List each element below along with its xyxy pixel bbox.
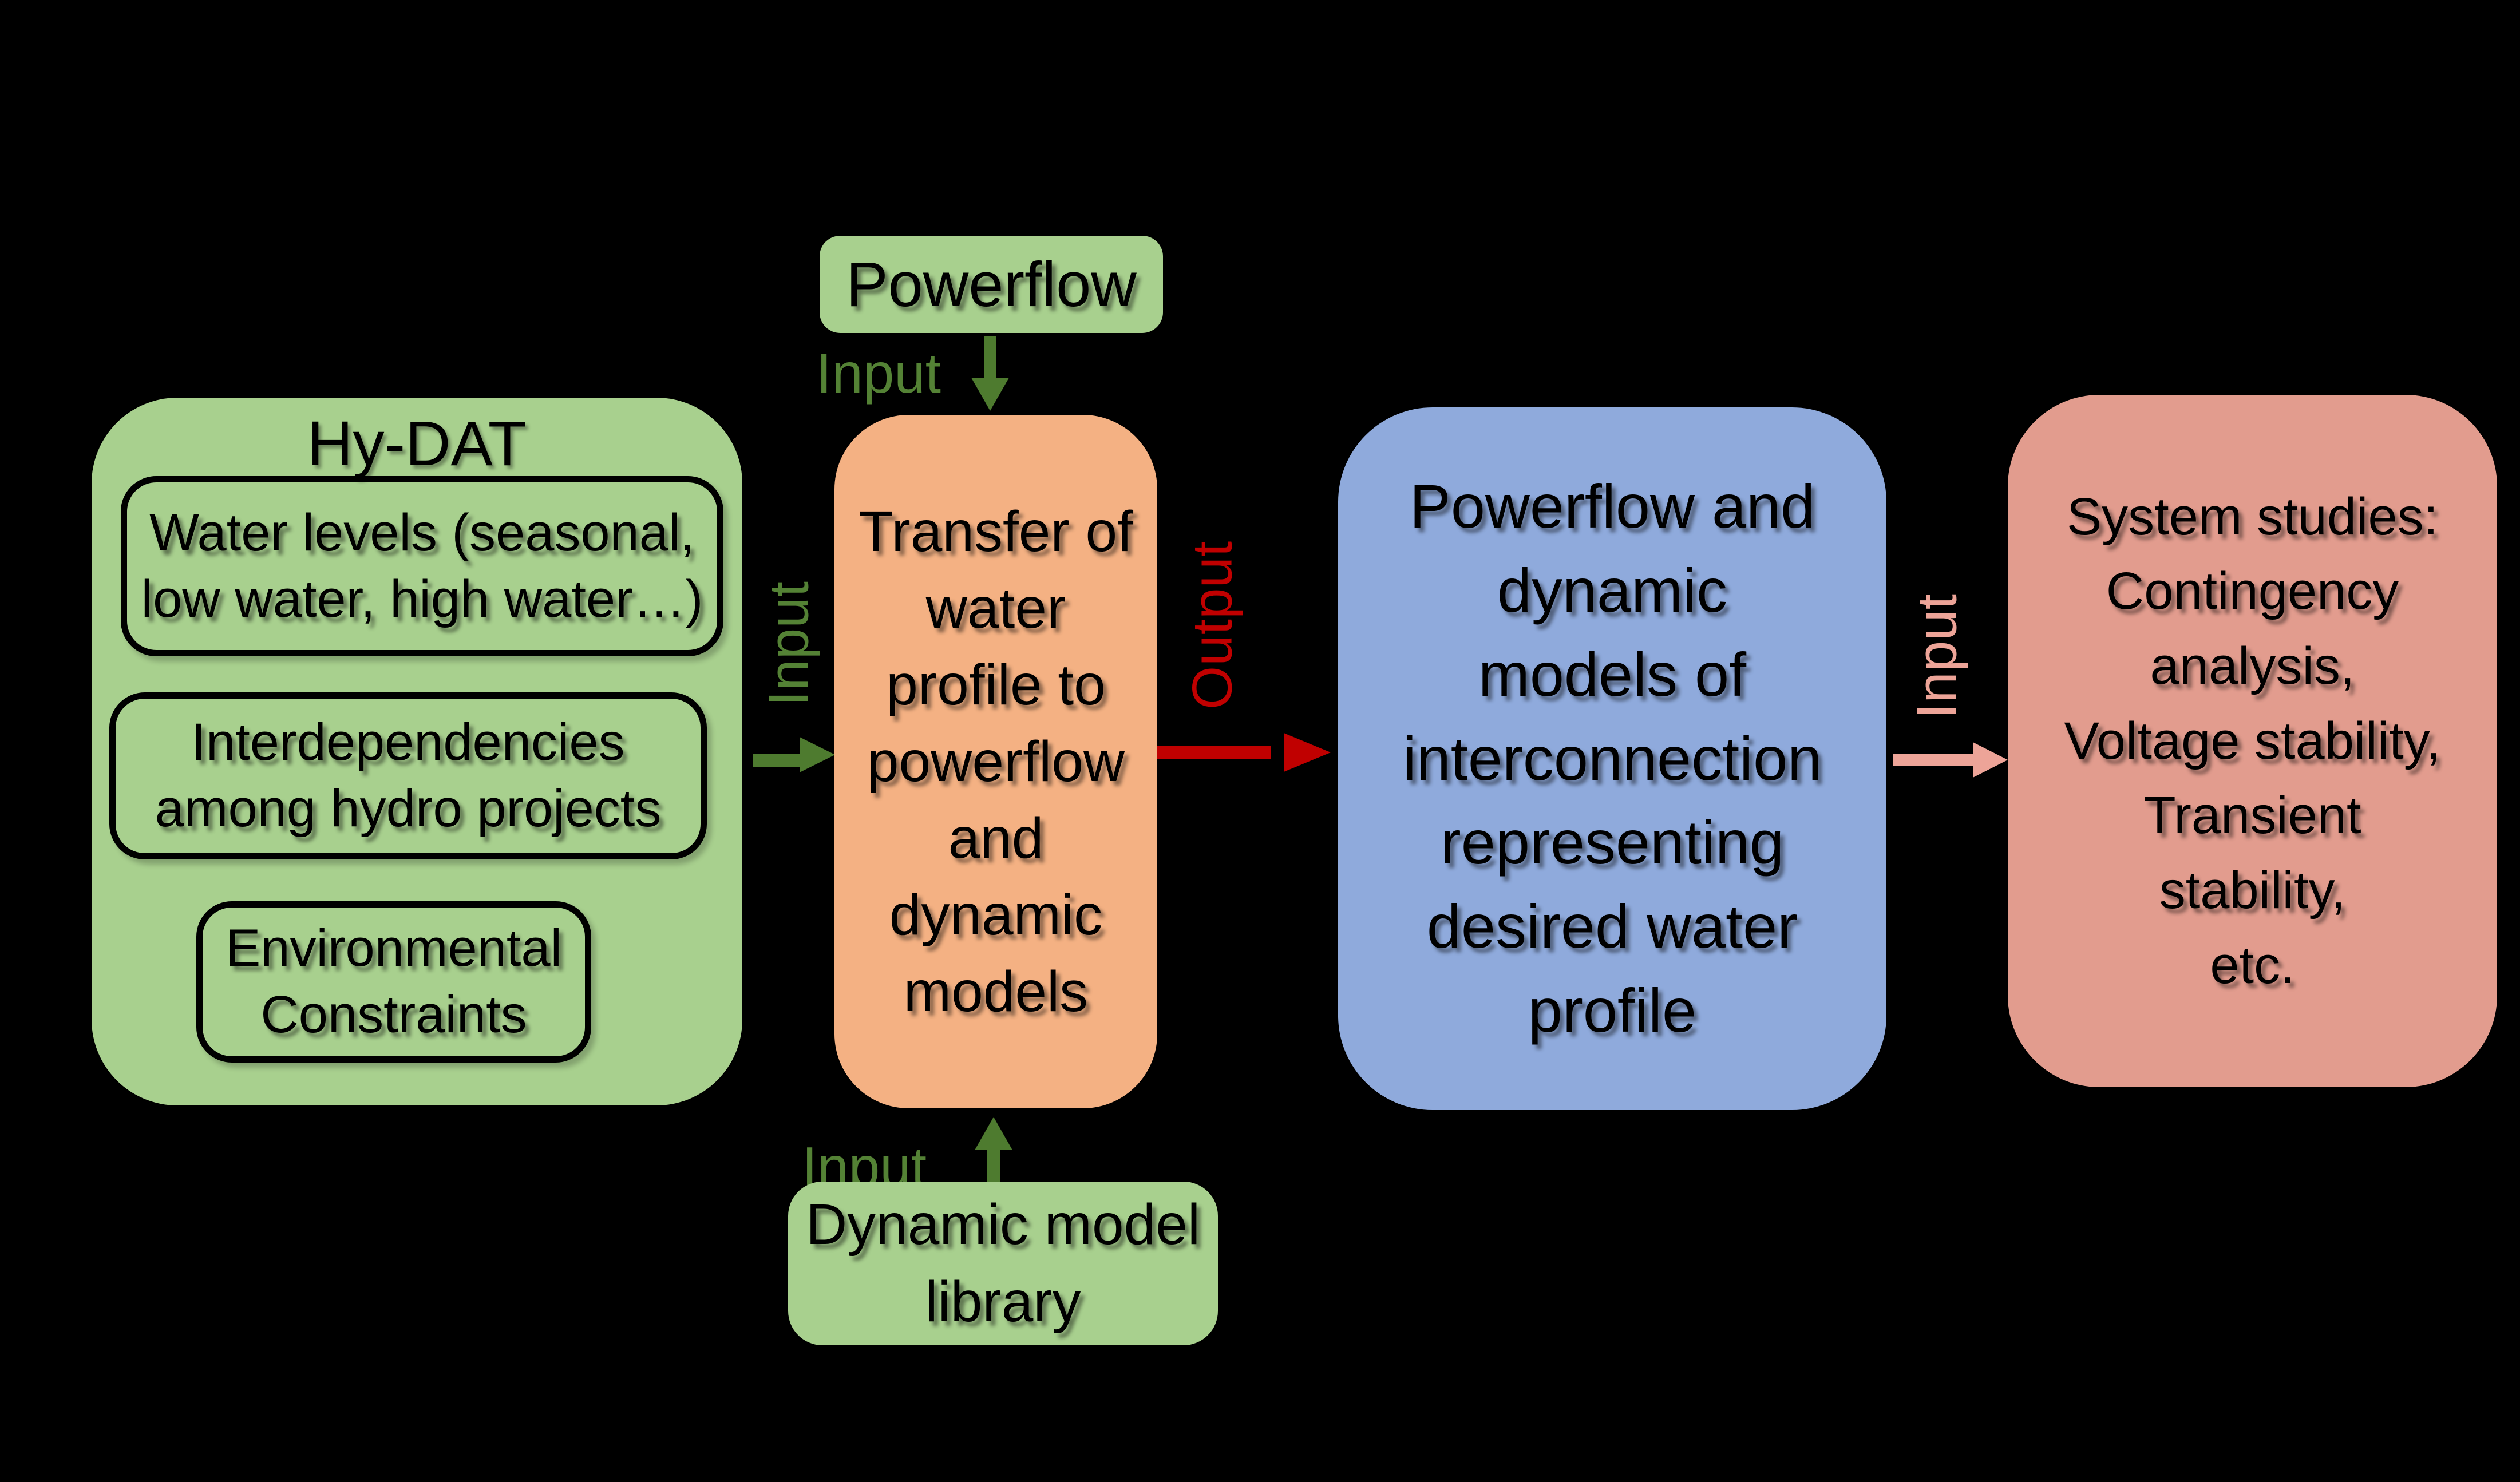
hydat-title: Hy-DAT	[307, 409, 527, 479]
arrow-stem	[1893, 754, 1974, 766]
system-studies-box: System studies: Contingency analysis, Vo…	[2008, 395, 2497, 1087]
arrow-head	[1284, 733, 1331, 772]
interconnection-label: Powerflow and dynamic models of intercon…	[1402, 471, 1822, 1045]
powerflow-source-label: Powerflow	[846, 249, 1137, 320]
input-right-label: Input	[1905, 594, 1968, 719]
arrow-head	[800, 737, 835, 772]
powerflow-source-box: Powerflow	[820, 236, 1163, 333]
arrow-stem	[984, 336, 996, 379]
hydat-item-label: Water levels (seasonal, low water, high …	[141, 503, 703, 628]
arrow-head	[975, 1117, 1012, 1150]
hydat-item-water-levels: Water levels (seasonal, low water, high …	[121, 476, 723, 656]
arrow-head	[971, 378, 1009, 411]
output-label: Output	[1180, 541, 1244, 710]
dynamic-model-library-box: Dynamic model library	[788, 1182, 1218, 1345]
hydat-item-label: Interdependencies among hydro projects	[155, 713, 662, 838]
hydat-box: Hy-DAT Water levels (seasonal, low water…	[92, 398, 742, 1105]
dynamic-model-library-label: Dynamic model library	[805, 1192, 1201, 1334]
input-top-label: Input	[816, 342, 941, 405]
arrow-stem	[1157, 746, 1271, 759]
hydat-item-interdependencies: Interdependencies among hydro projects	[109, 692, 707, 859]
input-left-label: Input	[757, 581, 820, 706]
hydat-item-label: Environmental Constraints	[225, 919, 563, 1044]
arrow-head	[1973, 742, 2008, 778]
system-studies-label: System studies: Contingency analysis, Vo…	[2064, 487, 2441, 994]
transfer-box: Transfer of water profile to powerflow a…	[834, 415, 1157, 1108]
hydat-item-environmental: Environmental Constraints	[196, 901, 591, 1063]
interconnection-box: Powerflow and dynamic models of intercon…	[1338, 407, 1886, 1110]
arrow-stem	[753, 754, 801, 767]
transfer-label: Transfer of water profile to powerflow a…	[859, 500, 1133, 1024]
